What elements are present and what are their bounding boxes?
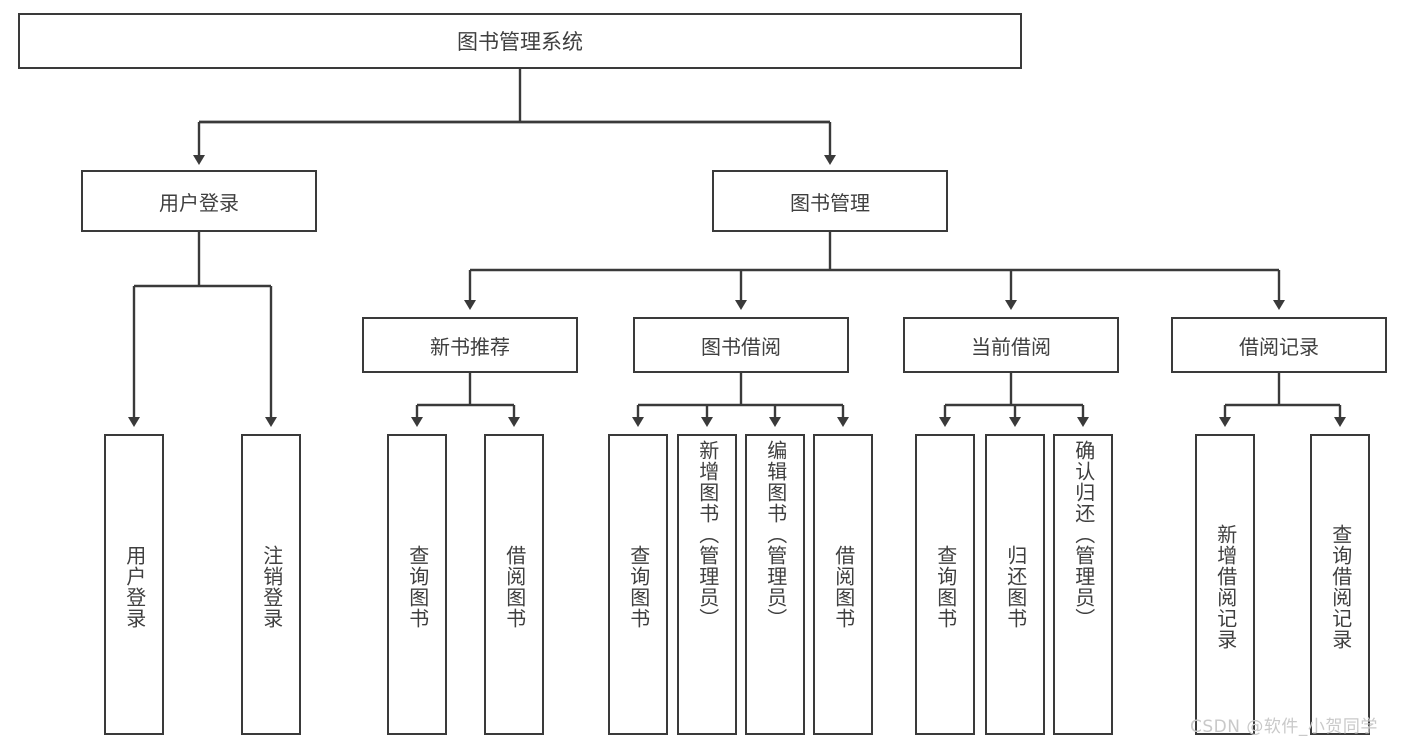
node-leaf-add-book-admin-label: 新增图书（管理员） <box>695 440 720 629</box>
node-leaf-logout-label: 注销登录 <box>259 544 284 629</box>
node-leaf-confirm-return-admin-label: 确认归还（管理员） <box>1071 440 1096 629</box>
node-leaf-add-borrow-record[interactable]: 新增借阅记录 <box>1195 434 1255 735</box>
node-root-label: 图书管理系统 <box>457 30 583 54</box>
node-branch-book-management-label: 图书管理 <box>790 190 870 215</box>
node-leaf-borrow-books-borrowing[interactable]: 借阅图书 <box>813 434 873 735</box>
node-leaf-query-books-recommendation[interactable]: 查询图书 <box>387 434 447 735</box>
node-leaf-borrow-books-recommendation[interactable]: 借阅图书 <box>484 434 544 735</box>
node-leaf-edit-book-admin[interactable]: 编辑图书（管理员） <box>745 434 805 735</box>
node-leaf-query-borrow-record[interactable]: 查询借阅记录 <box>1310 434 1370 735</box>
node-branch-book-management[interactable]: 图书管理 <box>712 170 948 232</box>
node-leaf-return-books-label: 归还图书 <box>1003 544 1028 629</box>
node-leaf-confirm-return-admin[interactable]: 确认归还（管理员） <box>1053 434 1113 735</box>
node-leaf-query-books-current[interactable]: 查询图书 <box>915 434 975 735</box>
node-branch-user-login-label: 用户登录 <box>159 190 239 215</box>
node-leaf-return-books[interactable]: 归还图书 <box>985 434 1045 735</box>
node-subbranch-borrow-records-label: 借阅记录 <box>1239 334 1319 359</box>
node-subbranch-current-borrowing[interactable]: 当前借阅 <box>903 317 1119 373</box>
node-subbranch-new-book-recommendation-label: 新书推荐 <box>430 334 510 359</box>
node-leaf-user-login[interactable]: 用户登录 <box>104 434 164 735</box>
node-subbranch-book-borrowing-label: 图书借阅 <box>701 334 781 359</box>
node-subbranch-current-borrowing-label: 当前借阅 <box>971 334 1051 359</box>
node-leaf-add-borrow-record-label: 新增借阅记录 <box>1213 523 1238 650</box>
node-leaf-query-books-borrowing[interactable]: 查询图书 <box>608 434 668 735</box>
node-subbranch-book-borrowing[interactable]: 图书借阅 <box>633 317 849 373</box>
node-branch-user-login[interactable]: 用户登录 <box>81 170 317 232</box>
node-leaf-logout[interactable]: 注销登录 <box>241 434 301 735</box>
node-leaf-borrow-books-recommendation-label: 借阅图书 <box>502 544 527 629</box>
csdn-watermark: CSDN @软件_小贺同学 <box>1190 717 1378 737</box>
node-leaf-query-books-borrowing-label: 查询图书 <box>626 544 651 629</box>
node-leaf-user-login-label: 用户登录 <box>122 544 147 629</box>
node-leaf-query-borrow-record-label: 查询借阅记录 <box>1328 523 1353 650</box>
node-subbranch-borrow-records[interactable]: 借阅记录 <box>1171 317 1387 373</box>
node-subbranch-new-book-recommendation[interactable]: 新书推荐 <box>362 317 578 373</box>
node-leaf-borrow-books-borrowing-label: 借阅图书 <box>831 544 856 629</box>
node-leaf-query-books-current-label: 查询图书 <box>933 544 958 629</box>
node-leaf-add-book-admin[interactable]: 新增图书（管理员） <box>677 434 737 735</box>
node-leaf-query-books-recommendation-label: 查询图书 <box>405 544 430 629</box>
node-root[interactable]: 图书管理系统 <box>18 13 1022 69</box>
node-leaf-edit-book-admin-label: 编辑图书（管理员） <box>763 440 788 629</box>
